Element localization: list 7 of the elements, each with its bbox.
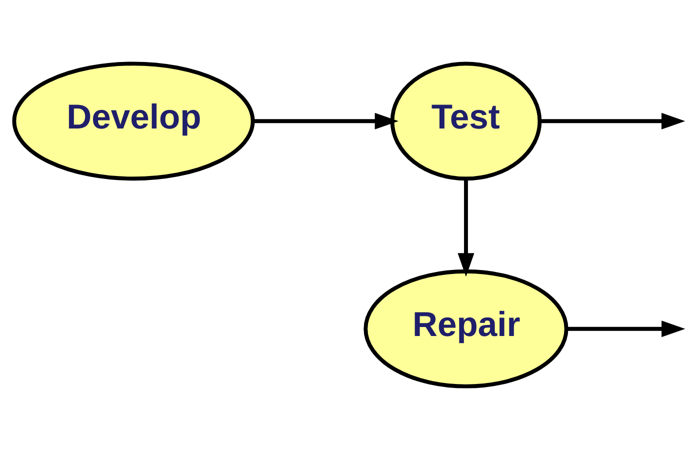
node-ellipse: Develop [12, 62, 255, 181]
arrow [252, 112, 398, 130]
arrow [458, 179, 474, 277]
node-ellipse: Test [390, 62, 542, 181]
arrow [540, 112, 686, 130]
arrow [566, 320, 686, 338]
node-ellipse: Repair [364, 269, 568, 388]
